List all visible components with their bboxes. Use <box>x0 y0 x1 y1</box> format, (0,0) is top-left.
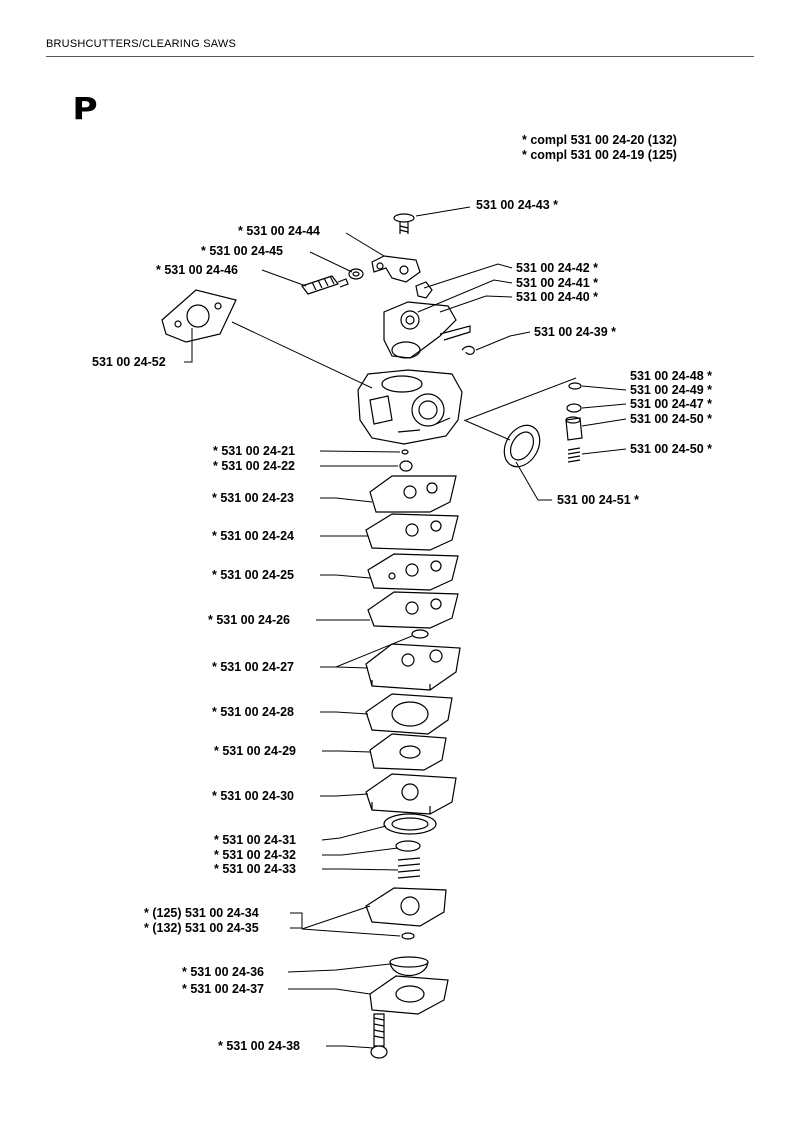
bolt-38 <box>370 1013 388 1059</box>
label-50-a: 531 00 24-50 * <box>630 412 712 426</box>
header-rule <box>46 56 754 57</box>
label-50-b: 531 00 24-50 * <box>630 442 712 456</box>
label-47: 531 00 24-47 * <box>630 397 712 411</box>
label-45: * 531 00 24-45 <box>201 244 283 258</box>
gasket-28 <box>365 693 453 735</box>
screw-43 <box>393 213 415 234</box>
diaphragm-29 <box>369 733 447 771</box>
ring-51 <box>503 424 541 468</box>
spring-33 <box>397 857 421 879</box>
compl-note-132: * compl 531 00 24-20 (132) <box>522 133 677 147</box>
screw-46 <box>301 275 349 295</box>
label-41: 531 00 24-41 * <box>516 276 598 290</box>
label-52: 531 00 24-52 <box>92 355 166 369</box>
part-labels: 531 00 24-43 * * 531 00 24-44 * 531 00 2… <box>92 198 712 1053</box>
section-title: BRUSHCUTTERS/CLEARING SAWS <box>46 38 236 50</box>
leader-lines <box>184 206 627 1049</box>
label-28: * 531 00 24-28 <box>212 705 294 719</box>
label-49: 531 00 24-49 * <box>630 383 712 397</box>
spring-50 <box>567 447 581 463</box>
part-47 <box>565 416 583 441</box>
disc-32 <box>395 840 421 852</box>
label-23: * 531 00 24-23 <box>212 491 294 505</box>
plate-26 <box>367 591 459 629</box>
section-letter: P <box>72 92 98 127</box>
label-42: 531 00 24-42 * <box>516 261 598 275</box>
throttle-assembly-40 <box>383 301 471 359</box>
label-38: * 531 00 24-38 <box>218 1039 300 1053</box>
label-29: * 531 00 24-29 <box>214 744 296 758</box>
gasket-52 <box>161 289 237 343</box>
primer-bulb-36 <box>389 956 429 976</box>
label-36: * 531 00 24-36 <box>182 965 264 979</box>
label-24: * 531 00 24-24 <box>212 529 294 543</box>
cover-34 <box>365 887 447 927</box>
plate-24 <box>365 513 459 551</box>
clip-39 <box>461 345 475 355</box>
label-39: 531 00 24-39 * <box>534 325 616 339</box>
gasket-37 <box>369 975 449 1015</box>
label-51: 531 00 24-51 * <box>557 493 639 507</box>
diaphragm-31 <box>383 813 437 835</box>
part-22 <box>399 460 413 472</box>
label-33: * 531 00 24-33 <box>214 862 296 876</box>
label-21: * 531 00 24-21 <box>213 444 295 458</box>
part-49 <box>566 403 582 413</box>
label-22: * 531 00 24-22 <box>213 459 295 473</box>
part-42 <box>415 281 433 299</box>
cover-30 <box>365 773 457 815</box>
plate-23 <box>369 475 457 513</box>
label-30: * 531 00 24-30 <box>212 789 294 803</box>
carburetor-body <box>357 369 463 445</box>
label-37: * 531 00 24-37 <box>182 982 264 996</box>
plate-25 <box>367 553 459 591</box>
label-25: * 531 00 24-25 <box>212 568 294 582</box>
compl-note-125: * compl 531 00 24-19 (125) <box>522 148 677 162</box>
label-31: * 531 00 24-31 <box>214 833 296 847</box>
label-26: * 531 00 24-26 <box>208 613 290 627</box>
label-35: * (132) 531 00 24-35 <box>144 921 259 935</box>
label-46: * 531 00 24-46 <box>156 263 238 277</box>
label-27: * 531 00 24-27 <box>212 660 294 674</box>
label-48: 531 00 24-48 * <box>630 369 712 383</box>
part-35 <box>401 932 415 940</box>
label-44: * 531 00 24-44 <box>238 224 320 238</box>
label-34: * (125) 531 00 24-34 <box>144 906 259 920</box>
bracket-44 <box>371 255 421 283</box>
label-43: 531 00 24-43 * <box>476 198 558 212</box>
part-48 <box>568 382 582 390</box>
part-21 <box>401 449 409 455</box>
nut-45 <box>348 268 364 280</box>
label-40: 531 00 24-40 * <box>516 290 598 304</box>
pump-body-27 <box>365 629 461 691</box>
label-32: * 531 00 24-32 <box>214 848 296 862</box>
